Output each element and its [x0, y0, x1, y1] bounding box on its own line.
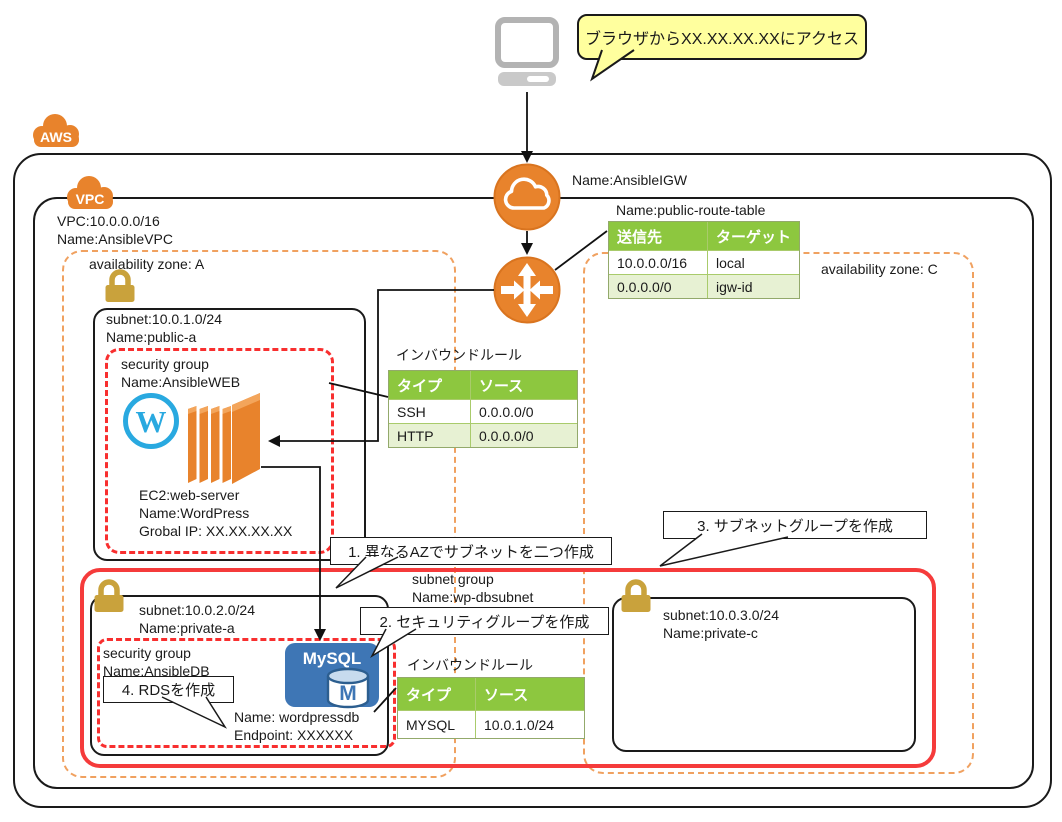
route-table-header-dest: 送信先	[609, 222, 708, 250]
mysql-logo-text: MySQL	[302, 649, 362, 668]
sg-db-label: security group	[103, 645, 191, 661]
route-table: 送信先 ターゲット 10.0.0.0/16 local 0.0.0.0/0 ig…	[608, 221, 800, 299]
web-rules-header-source: ソース	[471, 371, 577, 399]
ec2-line3: Grobal IP: XX.XX.XX.XX	[139, 523, 293, 539]
browser-access-text: ブラウザからXX.XX.XX.XXにアクセス	[585, 31, 859, 48]
route-table-title: Name:public-route-table	[616, 202, 766, 218]
subnet-private-c-cidr: subnet:10.0.3.0/24	[663, 607, 779, 623]
subnet-group-label: subnet group	[412, 571, 494, 587]
route-table-row: 0.0.0.0/0 igw-id	[609, 274, 799, 298]
callout-step4: 4. RDSを作成	[103, 676, 234, 703]
rds-name-label: Name: wordpressdb	[234, 709, 360, 725]
web-rules-header-row: タイプ ソース	[389, 371, 577, 399]
vpc-label: VPC	[76, 191, 105, 207]
subnet-private-a-cidr: subnet:10.0.2.0/24	[139, 602, 255, 618]
route-table-header-row: 送信先 ターゲット	[609, 222, 799, 250]
ec2-line2: Name:WordPress	[139, 505, 250, 521]
subnet-private-a-box	[90, 595, 389, 756]
az-a-boundary	[62, 250, 456, 778]
az-a-label: availability zone: A	[89, 256, 205, 272]
inbound-rules-web-table: タイプ ソース SSH 0.0.0.0/0 HTTP 0.0.0.0/0	[388, 370, 578, 448]
subnet-private-c-box	[612, 597, 916, 752]
inbound-rules-db-table: タイプ ソース MYSQL 10.0.1.0/24	[397, 677, 585, 739]
db-rules-row: MYSQL 10.0.1.0/24	[398, 710, 584, 738]
database-cylinder-icon: M	[326, 667, 370, 709]
wordpress-icon: W	[123, 393, 179, 449]
az-c-label: availability zone: C	[821, 261, 938, 277]
vpc-cidr-label: VPC:10.0.0.0/16	[57, 213, 160, 229]
web-rules-title: インバウンドルール	[396, 347, 522, 363]
lock-icon-private-a	[94, 579, 124, 612]
db-subnet-group-box	[80, 568, 936, 768]
callout-step3: 3. サブネットグループを作成	[663, 511, 927, 539]
callout-step2: 2. セキュリティグループを作成	[360, 607, 609, 635]
sg-web-name: Name:AnsibleWEB	[121, 374, 241, 390]
mysql-rds-icon: MySQL M	[285, 643, 379, 709]
route-table-row: 10.0.0.0/16 local	[609, 250, 799, 274]
subnet-group-name: Name:wp-dbsubnet	[412, 589, 534, 605]
lock-icon-public-a	[105, 269, 135, 302]
browser-access-bubble: ブラウザからXX.XX.XX.XXにアクセス	[577, 14, 867, 60]
aws-label: AWS	[40, 129, 72, 145]
ec2-icon	[188, 393, 260, 484]
db-rules-header-source: ソース	[476, 678, 584, 710]
ec2-line1: EC2:web-server	[139, 487, 240, 503]
lock-icon-private-c	[621, 579, 651, 612]
sg-web-label: security group	[121, 356, 209, 372]
svg-text:W: W	[136, 404, 167, 439]
web-rules-header-type: タイプ	[389, 371, 471, 399]
aws-cloud-badge: AWS	[33, 114, 79, 147]
db-rules-header-type: タイプ	[398, 678, 476, 710]
igw-name-label: Name:AnsibleIGW	[572, 172, 688, 188]
db-rules-header-row: タイプ ソース	[398, 678, 584, 710]
subnet-public-a-cidr: subnet:10.0.1.0/24	[106, 311, 222, 327]
callout-step1: 1. 異なるAZでサブネットを二つ作成	[330, 537, 612, 565]
sg-db-name: Name:AnsibleDB	[103, 663, 210, 679]
svg-text:M: M	[339, 682, 357, 705]
web-rules-row: SSH 0.0.0.0/0	[389, 399, 577, 423]
web-rules-row: HTTP 0.0.0.0/0	[389, 423, 577, 447]
subnet-private-c-name: Name:private-c	[663, 625, 758, 641]
subnet-private-a-name: Name:private-a	[139, 620, 235, 636]
router-icon	[493, 256, 561, 324]
client-computer-icon	[495, 17, 559, 86]
rds-endpoint-label: Endpoint: XXXXXX	[234, 727, 354, 743]
route-table-header-target: ターゲット	[708, 222, 799, 250]
vpc-cloud-badge: VPC	[67, 176, 113, 209]
subnet-public-a-name: Name:public-a	[106, 329, 197, 345]
internet-gateway-icon	[493, 163, 561, 231]
vpc-name-label: Name:AnsibleVPC	[57, 231, 173, 247]
db-rules-title: インバウンドルール	[407, 657, 533, 673]
security-group-web-box	[105, 348, 334, 554]
